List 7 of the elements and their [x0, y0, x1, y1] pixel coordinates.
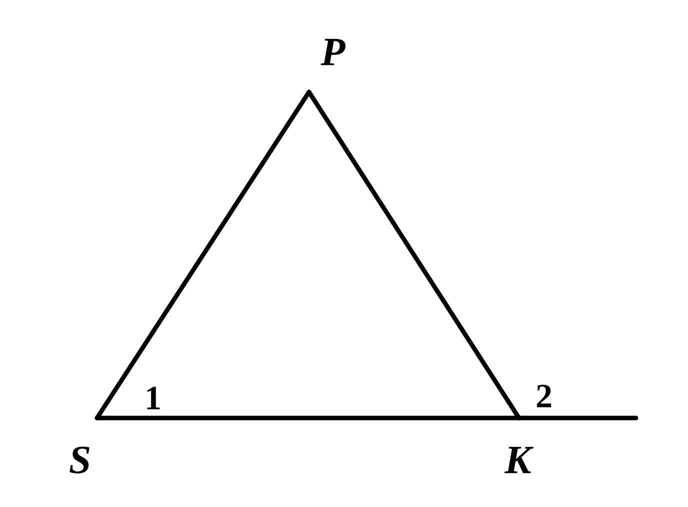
- angle-number: 2: [536, 384, 552, 408]
- angle-number: 1: [147, 386, 160, 410]
- vertex-label: S: [70, 446, 90, 474]
- line-segment: [94, 416, 522, 420]
- vertex-label: K: [504, 446, 534, 474]
- vertex-label: P: [320, 38, 346, 66]
- line-segment: [516, 416, 638, 420]
